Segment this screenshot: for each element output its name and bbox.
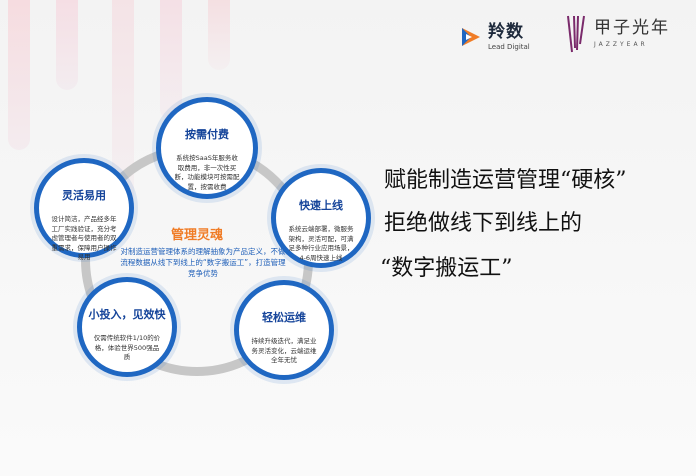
node-flexible: 灵活易用 设计简洁，产品经多年工厂实践验证，充分考虑管理者与使用者的双重需求，保… [34,158,134,261]
logo1-name: 羚数 [488,21,524,42]
lead-digital-logo: 羚数 Lead Digital [460,22,530,52]
headline-line-3: “数字搬运工” [380,256,513,281]
node-pay-on-demand: 按需付费 系统按SaaS年服务收取费用，非一次性买断，功能模块可按需配置，按需收… [156,97,258,199]
node-title: 轻松运维 [262,311,306,324]
lead-digital-logo-icon [460,26,482,48]
headline-line-2: 拒绝做线下到线上的 [384,211,583,236]
jazzyear-logo-icon [567,15,585,53]
logo2-name: 甲子光年 [594,18,670,38]
node-desc: 仅需传统软件1/10的价格，体验世界500强品质 [93,334,161,361]
jazzyear-logo: 甲子光年 JAZZYEAR [566,14,670,54]
node-title: 灵活易用 [62,189,106,202]
decor-stripe [112,0,134,210]
node-low-investment: 小投入，见效快 仅需传统软件1/10的价格，体验世界500强品质 [77,277,177,377]
center-title: 管理灵魂 [170,228,223,243]
center-description: 对制造运营管理体系的理解抽象为产品定义，不做流程数据从线下到线上的“数字搬运工”… [120,247,286,278]
node-fast-launch: 快速上线 系统云端部署，微服务架构，灵活可配，可满足多种行业应用场景，4-6周快… [271,168,371,268]
headline-line-1: 赋能制造运营管理“硬核” [384,168,627,193]
node-desc: 设计简洁，产品经多年工厂实践验证，充分考虑管理者与使用者的双重需求，保障用户操作… [51,215,117,261]
decor-stripe [208,0,230,70]
logo2-sub: JAZZYEAR [594,41,648,48]
node-title: 按需付费 [185,128,229,141]
node-easy-ops: 轻松运维 持续升级迭代，满足业务灵活变化，云端运维全年无忧 [234,280,334,380]
node-desc: 持续升级迭代，满足业务灵活变化，云端运维全年无忧 [251,337,317,364]
node-desc: 系统云端部署，微服务架构，灵活可配，可满足多种行业应用场景，4-6周快速上线 [288,225,354,262]
node-title: 小投入，见效快 [88,308,166,321]
decor-stripe [8,0,30,150]
node-desc: 系统按SaaS年服务收取费用，非一次性买断，功能模块可按需配置，按需收费 [174,154,240,191]
logo1-sub: Lead Digital [488,42,530,51]
decor-stripe [56,0,78,90]
node-title: 快速上线 [299,199,343,212]
decor-stripe [160,0,182,120]
